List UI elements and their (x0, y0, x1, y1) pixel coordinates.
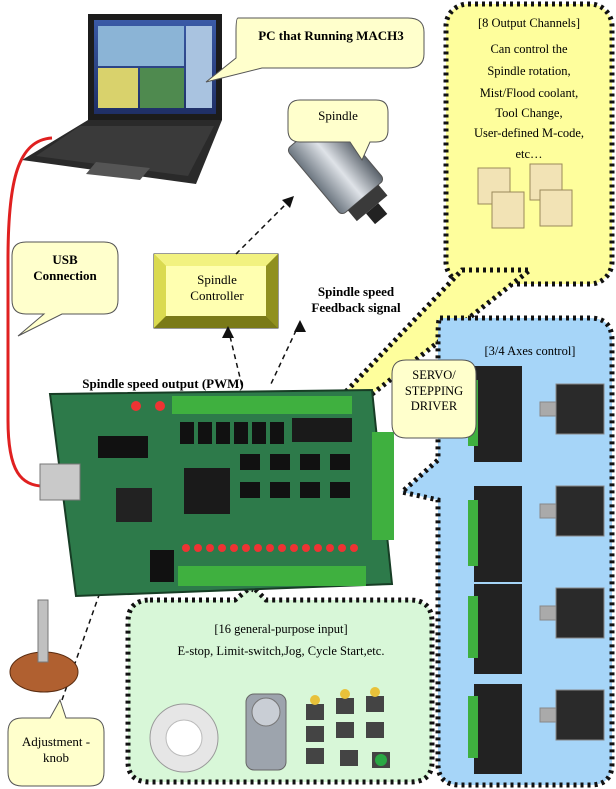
spindle-callout (287, 99, 389, 162)
pc-callout (205, 17, 425, 83)
feedback-label: Spindle speed Feedback signal (311, 284, 401, 316)
usb-cable (6, 136, 53, 488)
driver-callout (391, 359, 477, 439)
pc-label: PC that Running MACH3 (258, 28, 404, 43)
knob-image (9, 599, 79, 693)
driver-label: SERVO/ STEPPING DRIVER (404, 368, 464, 414)
output-channels-line: Can control the (490, 42, 568, 56)
output-channels-line: Mist/Flood coolant, (479, 86, 579, 100)
controller-board (39, 388, 394, 598)
pwm-label: Spindle speed output (PWM) (82, 376, 244, 391)
usb-callout (11, 241, 119, 337)
servo-driver-images (468, 366, 522, 774)
inputs-subtitle: E-stop, Limit-switch,Jog, Cycle Start,et… (177, 644, 385, 658)
output-channels-line: etc… (515, 147, 543, 161)
laptop-image (22, 14, 222, 184)
spindle-label: Spindle (318, 108, 358, 123)
output-channels-title: [8 Output Channels] (477, 16, 581, 30)
axes-title: [3/4 Axes control] (484, 344, 576, 358)
input-device-images (149, 687, 390, 773)
stepper-motor-images (539, 383, 605, 741)
relay-images (477, 163, 573, 229)
inputs-title: [16 general-purpose input] (214, 622, 348, 636)
arrow-heads (222, 196, 306, 338)
output-channels-line: Spindle rotation, (487, 64, 571, 78)
knob-callout (7, 698, 105, 787)
spindle-controller-box (153, 253, 279, 329)
output-channels-line: User-defined M-code, (473, 126, 585, 140)
spindle-controller-label: Spindle Controller (190, 272, 244, 304)
usb-label: USB Connection (33, 252, 97, 284)
output-channels-line: Tool Change, (495, 106, 563, 120)
knob-label: Adjustment -knob (21, 734, 91, 766)
